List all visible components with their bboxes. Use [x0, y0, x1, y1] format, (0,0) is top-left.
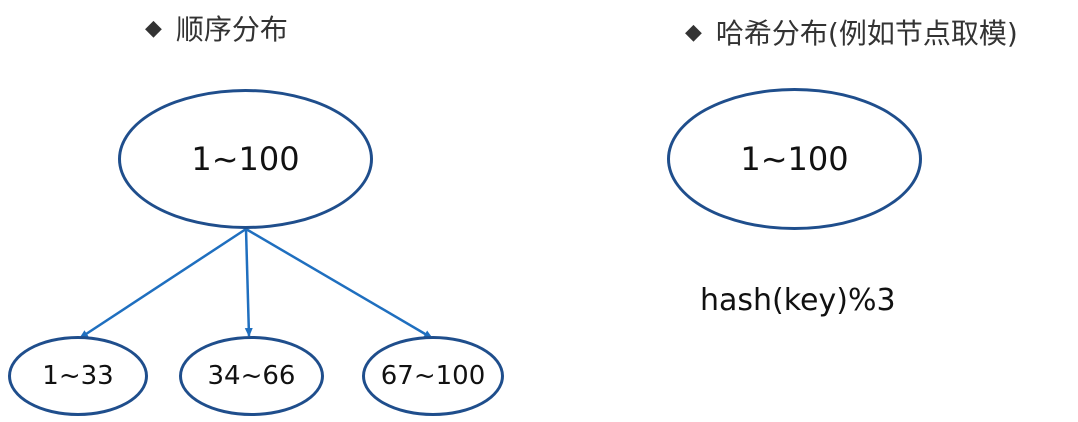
- range-node-67-100: 67~100: [362, 336, 504, 416]
- arrow-to-range-34-66: [244, 228, 253, 337]
- range-label-1-33: 1~33: [42, 361, 114, 391]
- diamond-bullet-icon: ◆: [685, 19, 702, 45]
- root-range-label: 1~100: [191, 140, 300, 178]
- diamond-bullet-icon: ◆: [145, 15, 162, 41]
- root-range-node: 1~100: [118, 89, 373, 229]
- range-label-67-100: 67~100: [380, 361, 486, 391]
- range-node-1-33: 1~33: [8, 336, 148, 416]
- sequential-distribution-title: 顺序分布: [175, 13, 288, 46]
- arrow-to-range-67-100: [245, 227, 433, 340]
- range-label-34-66: 34~66: [207, 361, 296, 391]
- arrow-to-range-1-33: [79, 227, 247, 340]
- hash-formula: hash(key)%3: [700, 283, 896, 318]
- hash-distribution-heading: ◆ 哈希分布(例如节点取模): [685, 12, 1018, 52]
- range-node-34-66: 34~66: [179, 336, 324, 416]
- hash-range-label: 1~100: [740, 140, 849, 178]
- hash-range-node: 1~100: [667, 88, 922, 230]
- sequential-distribution-heading: ◆ 顺序分布: [145, 8, 288, 48]
- hash-distribution-title: 哈希分布(例如节点取模): [715, 17, 1018, 50]
